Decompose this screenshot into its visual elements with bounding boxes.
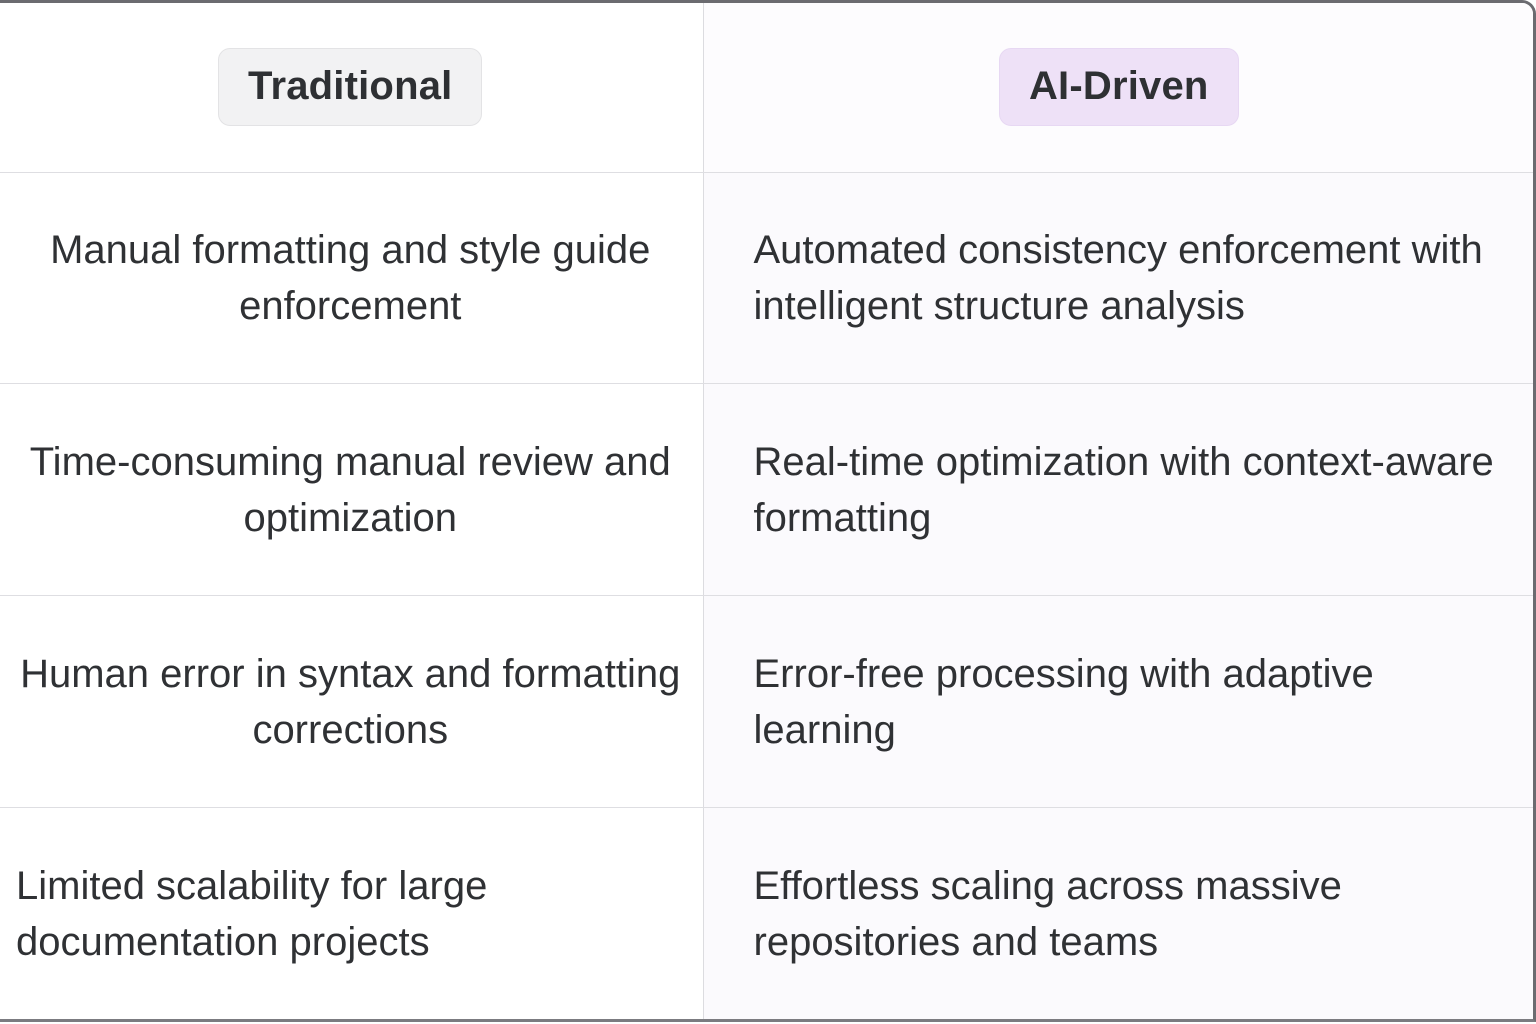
cell-text: Human error in syntax and formatting cor… xyxy=(20,651,681,752)
header-cell-ai-driven: AI-Driven xyxy=(703,3,1533,173)
cell-ai-driven-2: Real-time optimization with context-awar… xyxy=(703,383,1533,597)
table-row: Time-consuming manual review and optimiz… xyxy=(0,383,1533,597)
cell-text: Effortless scaling across massive reposi… xyxy=(753,863,1342,964)
table-row: Limited scalability for large documentat… xyxy=(0,807,1533,1019)
cell-text: Real-time optimization with context-awar… xyxy=(753,439,1494,540)
header-cell-traditional: Traditional xyxy=(0,3,704,173)
cell-text: Automated consistency enforcement with i… xyxy=(753,227,1483,328)
cell-text: Time-consuming manual review and optimiz… xyxy=(29,439,671,540)
cell-ai-driven-1: Automated consistency enforcement with i… xyxy=(703,172,1533,385)
cell-traditional-3: Human error in syntax and formatting cor… xyxy=(0,595,704,809)
column-badge-traditional: Traditional xyxy=(218,48,483,127)
cell-ai-driven-3: Error-free processing with adaptive lear… xyxy=(703,595,1533,809)
cell-traditional-4: Limited scalability for large documentat… xyxy=(0,807,704,1019)
table-header-row: Traditional AI-Driven xyxy=(0,3,1533,173)
comparison-table: Traditional AI-Driven Manual formatting … xyxy=(0,3,1533,1019)
table-row: Manual formatting and style guide enforc… xyxy=(0,172,1533,385)
column-badge-ai-driven: AI-Driven xyxy=(998,48,1239,127)
cell-ai-driven-4: Effortless scaling across massive reposi… xyxy=(703,807,1533,1019)
cell-traditional-2: Time-consuming manual review and optimiz… xyxy=(0,383,704,597)
cell-text: Limited scalability for large documentat… xyxy=(16,863,488,964)
cell-traditional-1: Manual formatting and style guide enforc… xyxy=(0,172,704,385)
table-row: Human error in syntax and formatting cor… xyxy=(0,595,1533,809)
cell-text: Manual formatting and style guide enforc… xyxy=(50,227,651,328)
cell-text: Error-free processing with adaptive lear… xyxy=(753,651,1374,752)
